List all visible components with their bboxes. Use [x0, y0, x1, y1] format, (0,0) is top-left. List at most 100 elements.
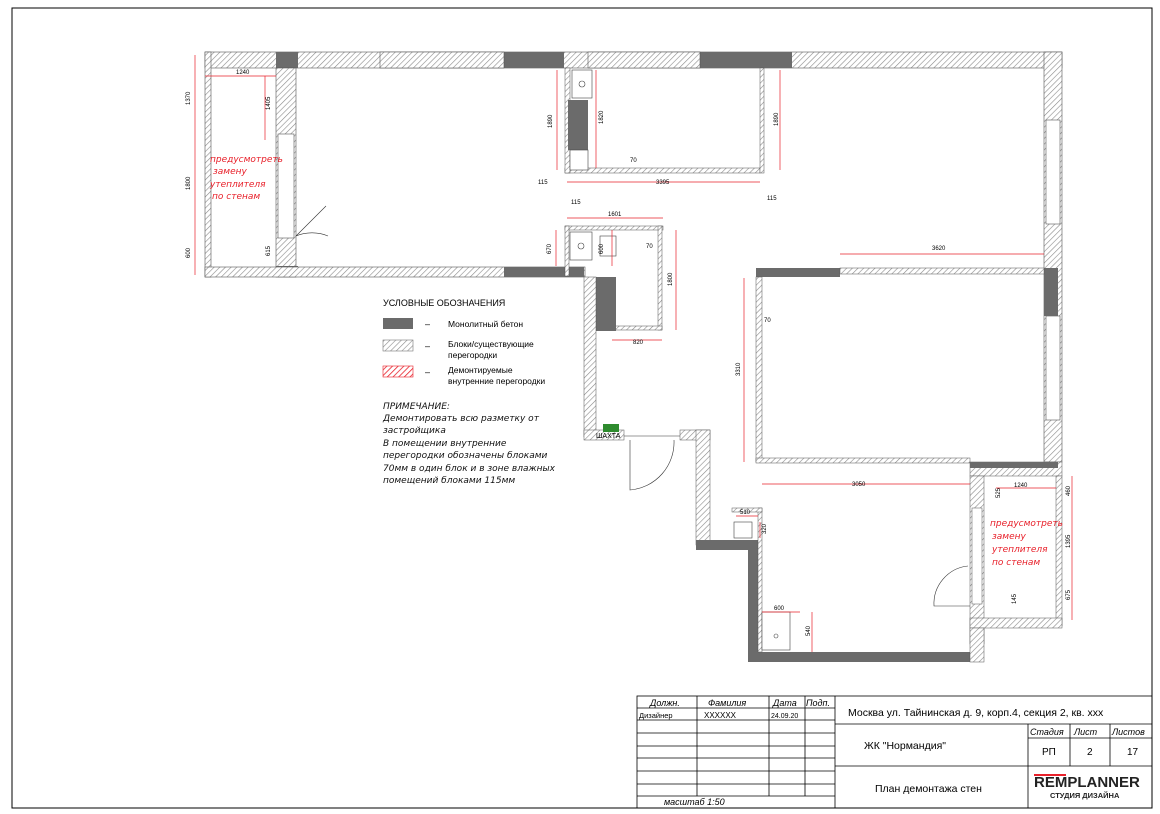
washbasin [733, 521, 753, 539]
dimension-lines [194, 55, 1073, 652]
window [379, 51, 505, 69]
tb-stage-value: РП [1042, 747, 1056, 758]
annotation-line: замену [992, 532, 1027, 542]
window [1045, 315, 1061, 421]
legend-label: Блоки/существующие [448, 339, 534, 349]
tb-scale: масштаб 1:50 [664, 797, 725, 807]
dim-value: 675 [1066, 589, 1072, 600]
legend-dash: – [425, 367, 430, 377]
balcony-right-stub [969, 627, 985, 663]
hall-left-wall [583, 276, 597, 438]
dim-value: 115 [538, 180, 548, 186]
dim-value: 1240 [236, 70, 250, 76]
legend-swatch-blocks [382, 339, 414, 352]
dimension-values: 1240 1370 1405 1800 600 615 1890 1820 70… [186, 70, 1072, 636]
annotation-line: по стенам [992, 558, 1040, 568]
tb-stage-value: 2 [1087, 747, 1093, 758]
washbasin-icon [577, 242, 585, 250]
dim-value: 70 [630, 158, 637, 164]
balcony-right-door [971, 507, 983, 605]
legend-label: перегородки [448, 350, 497, 360]
logo-text: REMPLANNER [1034, 774, 1140, 791]
dim-value: 1800 [186, 176, 192, 190]
note-title: ПРИМЕЧАНИЕ: [383, 402, 450, 412]
title-block [636, 695, 1153, 809]
dim-value: 115 [767, 196, 777, 202]
tb-cell: 24.09.20 [771, 713, 798, 720]
balcony-right-outer [1055, 475, 1063, 627]
logo-accent [1034, 774, 1066, 776]
concrete-column [1044, 268, 1058, 316]
bath-left-wall [564, 225, 570, 277]
note-line: перегородки обозначены блоками [383, 451, 547, 461]
note-line: В помещении внутренние [383, 439, 507, 449]
dim-value: 600 [774, 606, 785, 612]
legend-label: Демонтируемые [448, 365, 513, 375]
concrete-column [504, 267, 584, 277]
door-swing [933, 565, 970, 607]
stove-panel [569, 149, 589, 171]
legend-label: Монолитный бетон [448, 319, 523, 329]
tb-stage-header: Лист [1073, 727, 1098, 737]
dim-value: 1370 [186, 91, 192, 105]
concrete-wall [696, 540, 758, 550]
bottom-wall-left [204, 266, 586, 278]
tb-header: Подп. [806, 698, 830, 708]
dim-value: 70 [764, 318, 771, 324]
drain-icon [773, 633, 779, 639]
annotation-line: утеплителя [209, 180, 266, 190]
tb-project: ЖК "Нормандия" [864, 740, 946, 752]
dim-value: 3620 [932, 246, 946, 252]
concrete-column [700, 52, 792, 68]
dim-value: 3050 [852, 482, 866, 488]
dim-value: 1890 [548, 114, 554, 128]
dim-value: 600 [599, 243, 605, 254]
tb-header: Должн. [649, 698, 680, 708]
legend-swatch-concrete [383, 318, 413, 329]
note-line: Демонтировать всю разметку от [382, 414, 540, 424]
washbasin [569, 231, 593, 261]
dim-value: 1405 [266, 96, 272, 110]
dim-value: 615 [266, 245, 272, 256]
tb-cell: XXXXXX [704, 711, 737, 720]
legend-dash: – [425, 341, 430, 351]
title-block-text: Должн. Фамилия Дата Подп. Дизайнер XXXXX… [639, 698, 1145, 807]
dim-value: 3395 [656, 180, 670, 186]
note-line: помещений блоками 115мм [383, 476, 515, 486]
shaft-label: ШАХТА [596, 433, 621, 440]
hall-wall [695, 429, 711, 546]
window [587, 51, 701, 69]
bath-right-wall [657, 225, 663, 331]
balcony-door-gap [277, 133, 295, 239]
dim-value: 510 [740, 510, 751, 516]
legend-label: внутренние перегородки [448, 376, 545, 386]
kitchen-partition [564, 167, 761, 174]
dim-value: 320 [762, 523, 768, 534]
legend-dash: – [425, 319, 430, 329]
note-line: застройщика [383, 426, 446, 436]
annotation-line: замену [213, 167, 248, 177]
window [1045, 119, 1061, 225]
dim-value: 145 [1012, 593, 1018, 604]
tb-stage-header: Стадия [1030, 727, 1064, 737]
dim-value: 1890 [774, 112, 780, 126]
door-swing [295, 205, 329, 237]
dim-value: 525 [996, 487, 1002, 498]
legend-title: УСЛОВНЫЕ ОБОЗНАЧЕНИЯ [383, 298, 505, 308]
dim-value: 1395 [1066, 534, 1072, 548]
logo-subtitle: СТУДИЯ ДИЗАЙНА [1050, 791, 1120, 800]
annotation-line: по стенам [212, 192, 260, 202]
dim-value: 1820 [599, 110, 605, 124]
sink-icon [578, 80, 586, 88]
dim-value: 820 [633, 340, 644, 346]
dim-value: 70 [646, 244, 653, 250]
concrete-wall [748, 540, 758, 662]
legend-swatch-demolish [382, 365, 414, 378]
insulation-note-right: предусмотреть замену утеплителя по стена… [990, 519, 1063, 568]
tb-stage-header: Листов [1111, 727, 1145, 737]
concrete-wall [970, 462, 1058, 468]
room-bottom-wall [755, 457, 971, 464]
annotation-line: утеплителя [991, 545, 1048, 555]
concrete-column [504, 52, 564, 68]
